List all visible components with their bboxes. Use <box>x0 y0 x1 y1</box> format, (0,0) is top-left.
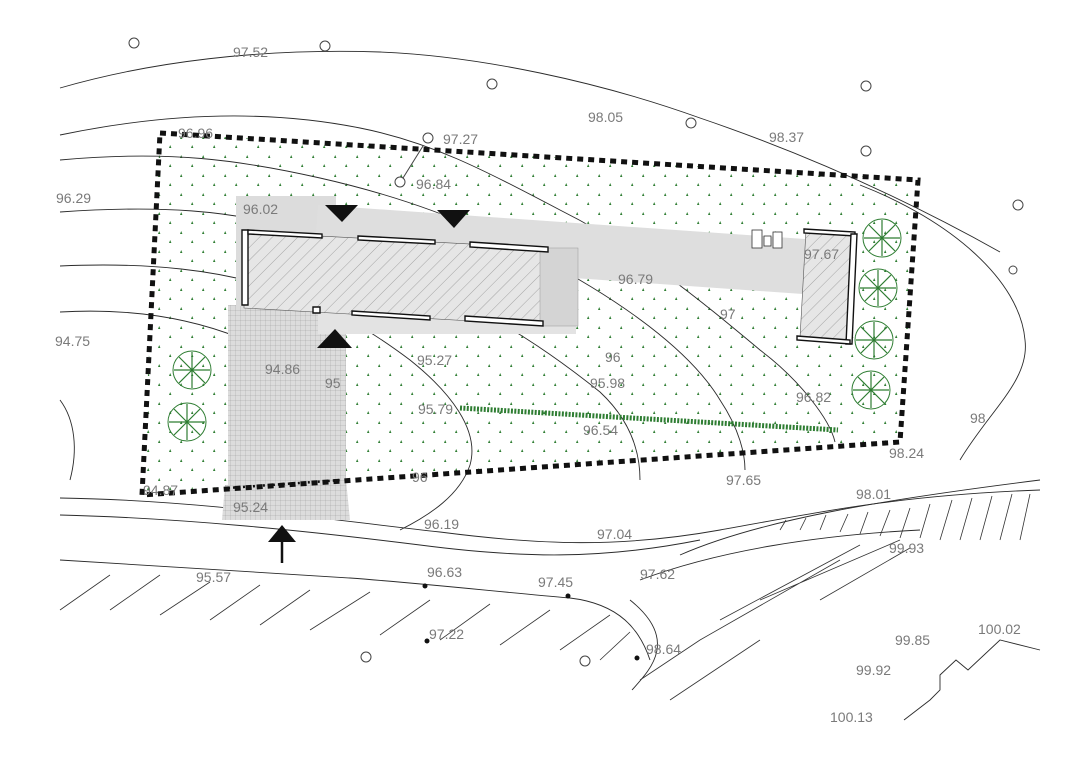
elevation-label: 96 <box>605 349 621 365</box>
elevation-label: 97.22 <box>429 626 464 642</box>
survey-points <box>422 583 640 661</box>
tree-icon <box>167 218 902 442</box>
connector-volume <box>539 247 579 327</box>
elevation-label: 97.67 <box>804 246 839 262</box>
elevation-label: 94.87 <box>143 482 178 498</box>
elevation-label: 100.13 <box>830 709 873 725</box>
building <box>241 228 858 345</box>
elevation-label: 94.86 <box>265 361 300 377</box>
site-boundary <box>139 130 921 498</box>
elevation-label: 94.75 <box>55 333 90 349</box>
elevation-label: 97 <box>720 306 736 322</box>
elevation-label: 97.52 <box>233 44 268 60</box>
elevation-label: 95.79 <box>418 401 453 417</box>
elevation-label: 95 <box>325 375 341 391</box>
arrow-up-icon <box>268 525 296 563</box>
elevation-label: 97.27 <box>443 131 478 147</box>
elevation-label: 100.02 <box>978 621 1021 637</box>
elevation-label: 96.63 <box>427 564 462 580</box>
elevation-label: 98.37 <box>769 129 804 145</box>
elevation-label: 99.85 <box>895 632 930 648</box>
elevation-label: 98.24 <box>889 445 924 461</box>
elevation-label: 99.93 <box>889 540 924 556</box>
tree <box>858 268 898 308</box>
elevation-label: 96.19 <box>424 516 459 532</box>
elevation-labels: 97.52 98.05 98.37 96.96 97.27 96.84 96.2… <box>55 44 1021 725</box>
entry-marker-3 <box>317 329 352 348</box>
tree <box>172 350 212 390</box>
elevation-label: 99.92 <box>856 662 891 678</box>
elevation-label: 95.27 <box>417 352 452 368</box>
entry-marker-1 <box>325 205 358 222</box>
elevation-label: 97.04 <box>597 526 632 542</box>
triangle-icon <box>317 205 470 348</box>
tree <box>167 402 207 442</box>
elevation-label: 97.45 <box>538 574 573 590</box>
elevation-label: 96.82 <box>796 389 831 405</box>
tree <box>854 320 894 360</box>
elevation-label: 96.96 <box>178 125 213 141</box>
tree <box>851 370 891 410</box>
tree <box>862 218 902 258</box>
elevation-label: 96.54 <box>583 422 618 438</box>
elevation-label: 95.57 <box>196 569 231 585</box>
elevation-label: 96.84 <box>416 176 451 192</box>
slope-hatching <box>59 493 1031 701</box>
elevation-label: 96 <box>412 469 428 485</box>
gate-line <box>227 478 343 490</box>
elevation-label: 95.98 <box>590 375 625 391</box>
elevation-label: 96.79 <box>618 271 653 287</box>
elevation-label: 98.64 <box>646 641 681 657</box>
driveway <box>222 480 350 520</box>
elevation-label: 97.65 <box>726 472 761 488</box>
hedge-strip <box>459 405 839 433</box>
elevation-label: 98 <box>970 410 986 426</box>
entry-marker-2 <box>437 210 470 228</box>
elevation-label: 97.62 <box>640 566 675 582</box>
elevation-label: 98.01 <box>856 486 891 502</box>
elevation-label: 98.05 <box>588 109 623 125</box>
circle-marker-icon <box>128 37 1024 667</box>
elevation-label: 96.29 <box>56 190 91 206</box>
elevation-label: 95.24 <box>233 499 268 515</box>
elevation-label: 96.02 <box>243 201 278 217</box>
